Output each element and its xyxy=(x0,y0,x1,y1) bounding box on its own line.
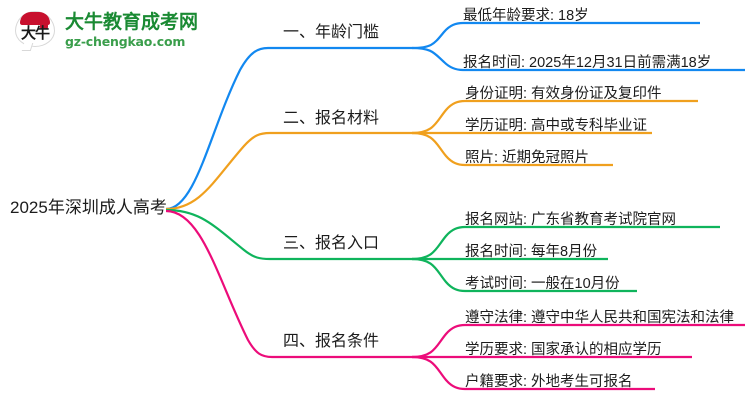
branch-label-1[interactable]: 一、年龄门槛 xyxy=(283,24,380,41)
leaf-node-3-1[interactable]: 报名网站: 广东省教育考试院官网 xyxy=(465,212,677,228)
site-logo: 大牛 大牛教育成考网 gz-chengkao.com xyxy=(14,8,234,54)
logo-domain: gz-chengkao.com xyxy=(65,34,186,49)
branch-label-2[interactable]: 二、报名材料 xyxy=(283,110,380,127)
leaf-node-1-2[interactable]: 报名时间: 2025年12月31日前需满18岁 xyxy=(463,55,712,71)
root-node[interactable]: 2025年深圳成人高考 xyxy=(10,198,167,217)
leaf-node-3-3[interactable]: 考试时间: 一般在10月份 xyxy=(465,276,620,292)
logo-title: 大牛教育成考网 xyxy=(65,12,199,33)
logo-emblem-icon: 大牛 xyxy=(14,10,58,52)
leaf-node-4-1[interactable]: 遵守法律: 遵守中华人民共和国宪法和法律 xyxy=(465,310,735,326)
logo-mark-text: 大牛 xyxy=(20,24,50,42)
logo-text-block: 大牛教育成考网 gz-chengkao.com xyxy=(65,12,198,50)
leaf-node-2-2[interactable]: 学历证明: 高中或专科毕业证 xyxy=(465,118,648,134)
logo-red-dot-shape xyxy=(40,20,48,29)
branch-label-3[interactable]: 三、报名入口 xyxy=(283,235,380,252)
leaf-node-4-3[interactable]: 户籍要求: 外地考生可报名 xyxy=(465,374,633,390)
branch-label-4[interactable]: 四、报名条件 xyxy=(283,333,380,350)
leaf-node-1-1[interactable]: 最低年龄要求: 18岁 xyxy=(463,8,589,24)
leaf-node-2-3[interactable]: 照片: 近期免冠照片 xyxy=(465,150,590,166)
connector-branch1-leaf1 xyxy=(411,21,700,50)
leaf-node-3-2[interactable]: 报名时间: 每年8月份 xyxy=(465,244,598,260)
connector-root-branch2 xyxy=(165,131,412,211)
leaf-node-4-2[interactable]: 学历要求: 国家承认的相应学历 xyxy=(465,342,662,358)
leaf-node-2-1[interactable]: 身份证明: 有效身份证及复印件 xyxy=(465,86,662,102)
